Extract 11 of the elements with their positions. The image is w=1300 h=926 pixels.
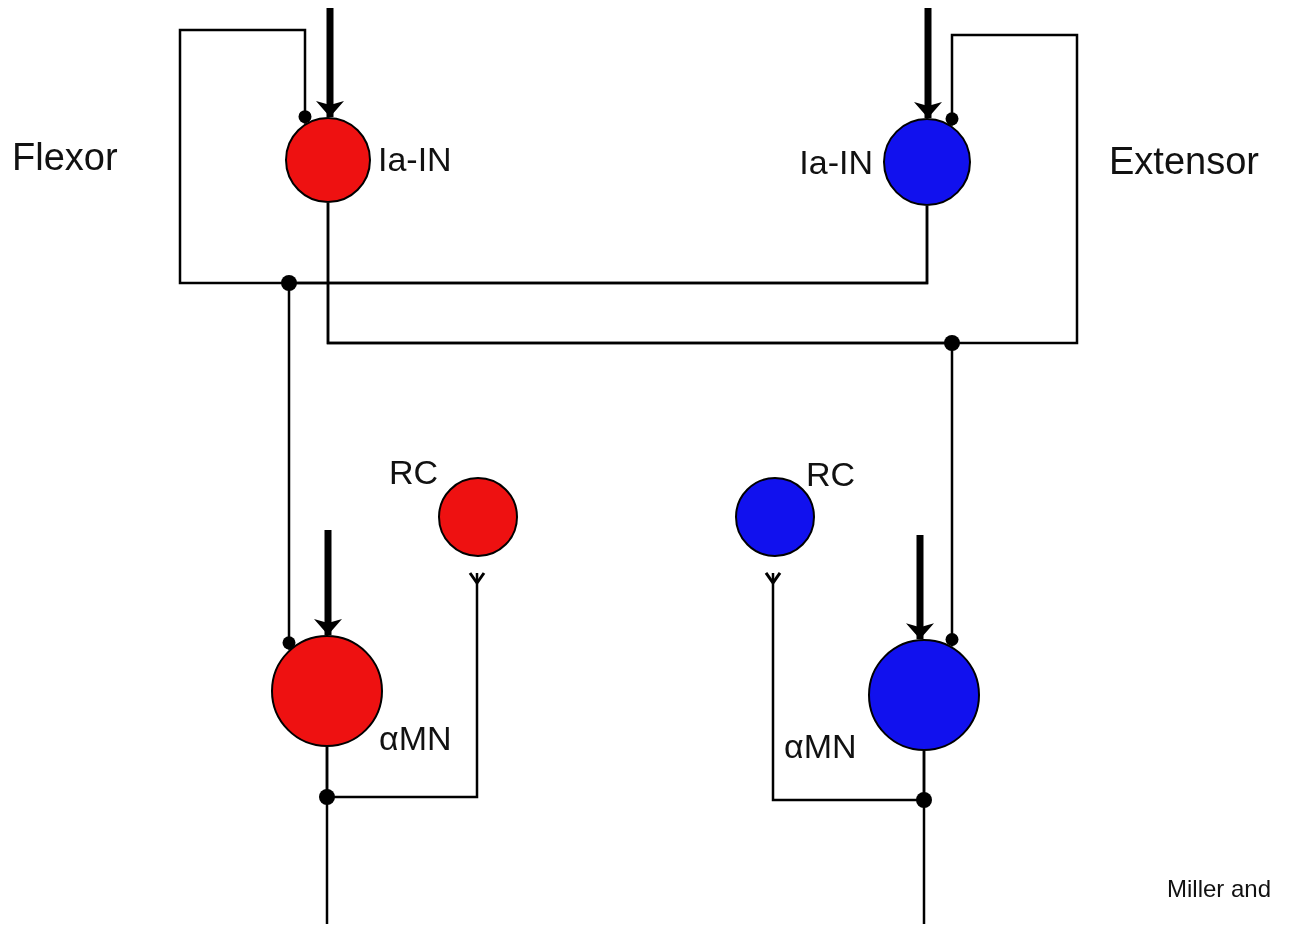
neuron-label: Ia-IN — [799, 145, 873, 179]
neuron-label: RC — [389, 455, 439, 489]
muscle-label: Flexor — [12, 138, 118, 176]
neuron-label: RC — [806, 457, 856, 491]
citation-text: Miller and — [1167, 877, 1272, 901]
neuron-label: αMN — [379, 721, 452, 755]
neuron-label: Ia-IN — [378, 142, 452, 176]
muscle-label: Extensor — [1109, 142, 1259, 180]
axon-line — [922, 751, 926, 924]
neuron-label: αMN — [784, 729, 857, 763]
axon-line — [325, 747, 329, 924]
